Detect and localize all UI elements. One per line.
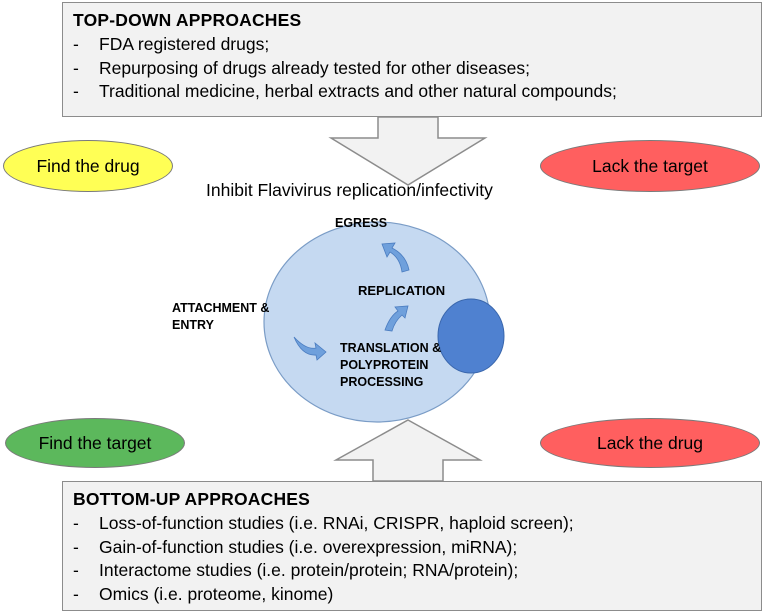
list-item-text: Traditional medicine, herbal extracts an…	[99, 81, 617, 101]
top-down-title: TOP-DOWN APPROACHES	[73, 10, 302, 30]
bullet: -	[73, 560, 79, 580]
down-arrow	[328, 116, 488, 186]
egress-label: EGRESS	[335, 216, 388, 230]
list-item: -FDA registered drugs;	[73, 33, 751, 57]
entry-arrow	[293, 336, 327, 361]
list-item-text: Omics (i.e. proteome, kinome)	[99, 583, 334, 604]
up-arrow	[333, 419, 483, 482]
bullet: -	[73, 57, 79, 78]
list-item: -Gain-of-function studies (i.e. overexpr…	[73, 536, 751, 560]
list-item-text: Repurposing of drugs already tested for …	[99, 57, 530, 78]
translation-processing-label: TRANSLATION & POLYPROTEIN PROCESSING	[340, 341, 442, 389]
replication-label: REPLICATION	[358, 283, 446, 298]
egress-arrow	[381, 242, 410, 273]
bullet: -	[73, 513, 79, 533]
nucleus	[437, 298, 505, 374]
list-item: -Traditional medicine, herbal extracts a…	[73, 80, 751, 104]
attachment-entry-label: ATTACHMENT & ENTRY	[172, 301, 270, 332]
top-down-list: -FDA registered drugs; -Repurposing of d…	[73, 33, 751, 104]
list-item: -Loss-of-function studies (i.e. RNAi, CR…	[73, 512, 751, 536]
bullet: -	[73, 536, 79, 557]
list-item: -Omics (i.e. proteome, kinome)	[73, 583, 751, 607]
list-item-text: FDA registered drugs;	[99, 34, 270, 54]
list-item: -Interactome studies (i.e. protein/prote…	[73, 559, 751, 583]
bottom-up-approaches-box: BOTTOM-UP APPROACHES -Loss-of-function s…	[62, 481, 762, 611]
bullet: -	[73, 34, 79, 54]
lack-the-target-oval: Lack the target	[540, 140, 760, 192]
bottom-up-title: BOTTOM-UP APPROACHES	[73, 489, 311, 509]
list-item-text: Interactome studies (i.e. protein/protei…	[99, 560, 519, 580]
bottom-up-list: -Loss-of-function studies (i.e. RNAi, CR…	[73, 512, 751, 606]
list-item-text: Gain-of-function studies (i.e. overexpre…	[99, 536, 518, 557]
find-the-drug-oval: Find the drug	[3, 140, 173, 192]
top-down-approaches-box: TOP-DOWN APPROACHES -FDA registered drug…	[62, 2, 762, 117]
find-the-target-oval: Find the target	[5, 418, 185, 468]
list-item-text: Loss-of-function studies (i.e. RNAi, CRI…	[99, 513, 574, 533]
bullet: -	[73, 81, 79, 101]
lack-the-drug-oval: Lack the drug	[540, 418, 760, 468]
inhibit-caption: Inhibit Flavivirus replication/infectivi…	[206, 180, 493, 200]
bullet: -	[73, 583, 79, 604]
replication-arrow	[384, 305, 409, 332]
list-item: -Repurposing of drugs already tested for…	[73, 57, 751, 81]
